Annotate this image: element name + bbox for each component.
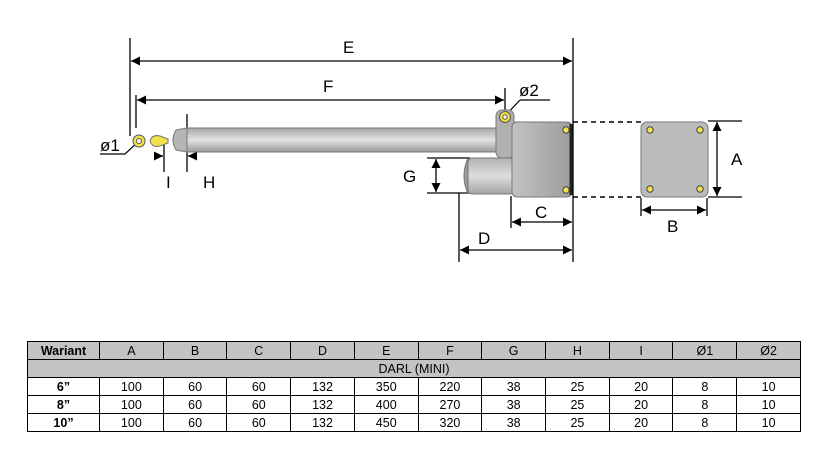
label-f: F <box>323 77 333 96</box>
label-phi1: ø1 <box>100 136 120 155</box>
table-cell: 20 <box>608 413 674 432</box>
table-cell: 60 <box>226 377 292 396</box>
dimension-lines <box>131 56 722 255</box>
extension-lines <box>129 38 742 262</box>
label-b: B <box>667 217 678 236</box>
label-g: G <box>403 167 416 186</box>
table-cell: 20 <box>608 377 674 396</box>
table-cell: 132 <box>290 395 355 414</box>
pin-phi1 <box>132 134 169 148</box>
header-cell: B <box>162 341 228 360</box>
label-i: I <box>166 173 171 192</box>
label-d: D <box>478 229 490 248</box>
table-cell: 8 <box>672 413 738 432</box>
dimension-labels: E F ø1 ø2 I H G A B C D <box>100 38 743 248</box>
table-row: 6” 100 60 60 132 350 220 38 25 20 8 10 <box>27 377 801 396</box>
table-cell: 25 <box>545 395 610 414</box>
table-cell: 25 <box>545 413 610 432</box>
table-cell: 350 <box>353 377 419 396</box>
header-cell: Ø2 <box>736 341 801 360</box>
dimensions-table: Wariant A B C D E F G H I Ø1 Ø2 DARL (MI… <box>27 341 801 432</box>
actuator-dimension-drawing: E F ø1 ø2 I H G A B C D <box>100 38 743 262</box>
table-cell: 132 <box>290 413 355 432</box>
table-cell: 8 <box>672 395 738 414</box>
table-cell: 60 <box>226 413 292 432</box>
label-e: E <box>343 38 354 57</box>
piston-rod <box>185 127 507 153</box>
actuator-body <box>172 109 709 198</box>
table-cell: 10 <box>736 413 801 432</box>
table-cell: 10” <box>27 413 100 432</box>
table-cell: 20 <box>608 395 674 414</box>
group-label: DARL (MINI) <box>27 359 801 378</box>
header-cell: Ø1 <box>672 341 738 360</box>
header-cell: A <box>99 341 164 360</box>
header-cell: H <box>545 341 610 360</box>
label-c: C <box>535 203 547 222</box>
gear-head <box>511 121 573 198</box>
mounting-plate <box>640 121 709 198</box>
table-header-row: Wariant A B C D E F G H I Ø1 Ø2 <box>27 341 801 360</box>
table-cell: 100 <box>99 413 164 432</box>
table-cell: 400 <box>353 395 419 414</box>
table-cell: 8” <box>27 395 100 414</box>
mounting-holes <box>562 126 704 194</box>
table-cell: 100 <box>99 395 164 414</box>
table-row: 10” 100 60 60 132 450 320 38 25 20 8 10 <box>27 413 801 432</box>
header-cell: I <box>608 341 674 360</box>
table-cell: 38 <box>481 377 547 396</box>
header-cell: E <box>353 341 419 360</box>
table-cell: 220 <box>417 377 483 396</box>
table-group-row: DARL (MINI) <box>27 359 801 378</box>
table-cell: 10 <box>736 377 801 396</box>
table-cell: 132 <box>290 377 355 396</box>
projection-lines <box>573 121 641 198</box>
table-cell: 100 <box>99 377 164 396</box>
table-cell: 60 <box>226 395 292 414</box>
table-row: 8” 100 60 60 132 400 270 38 25 20 8 10 <box>27 395 801 414</box>
table-cell: 60 <box>162 395 228 414</box>
header-cell: F <box>417 341 483 360</box>
motor-housing <box>467 157 515 195</box>
table-cell: 60 <box>162 413 228 432</box>
table-cell: 25 <box>545 377 610 396</box>
header-cell: D <box>290 341 355 360</box>
table-cell: 6” <box>27 377 100 396</box>
rod-tip <box>172 127 188 153</box>
header-cell: Wariant <box>27 341 100 360</box>
label-h: H <box>203 173 215 192</box>
header-cell: C <box>226 341 292 360</box>
header-cell: G <box>481 341 547 360</box>
table-cell: 8 <box>672 377 738 396</box>
table-cell: 10 <box>736 395 801 414</box>
label-phi2: ø2 <box>519 81 539 100</box>
pin-phi2 <box>499 111 511 123</box>
table-cell: 450 <box>353 413 419 432</box>
table-cell: 38 <box>481 395 547 414</box>
table-cell: 270 <box>417 395 483 414</box>
table-cell: 320 <box>417 413 483 432</box>
table-cell: 60 <box>162 377 228 396</box>
table-cell: 38 <box>481 413 547 432</box>
label-a: A <box>731 150 743 169</box>
